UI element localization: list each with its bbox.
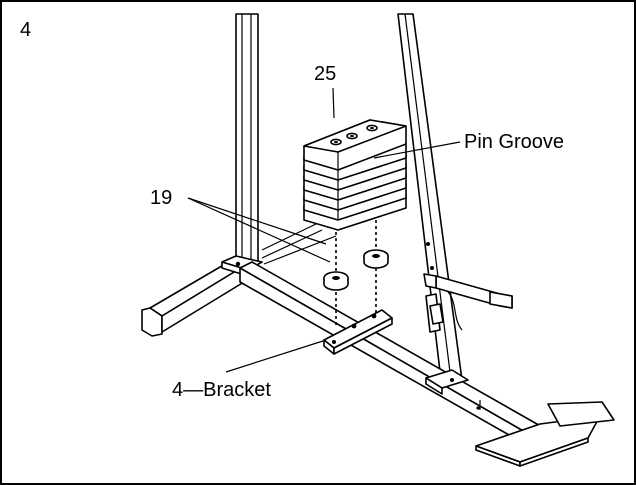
weight-stack [304, 120, 406, 230]
left-base-bar [142, 260, 244, 336]
pin-washer-left [324, 272, 348, 290]
bracket-label: 4—Bracket [172, 379, 271, 401]
pin-groove-label: Pin Groove [464, 131, 564, 153]
pin-washer-right [364, 250, 388, 268]
step-number: 4 [20, 19, 31, 41]
part-25-label: 25 [314, 63, 336, 85]
part-19-label: 19 [150, 187, 172, 209]
main-base-rail [240, 262, 548, 450]
right-upright [398, 14, 462, 380]
